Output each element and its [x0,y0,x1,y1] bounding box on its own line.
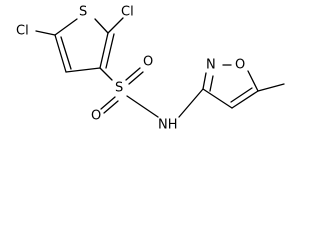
atom-n-ring: N [206,58,216,73]
bond-s-o-lower-a [100,96,116,110]
bond-c5-c4 [231,90,259,109]
atom-cl-left: Cl [16,24,29,39]
bond-c3-c4 [65,67,101,73]
bond-c2-c3 [99,32,109,69]
bonds [35,17,285,118]
bond-s-o-upper-b [128,71,144,85]
bond-c5-s1 [54,18,78,36]
atom-o-lower: O [91,109,101,124]
bond-c3-n [202,72,207,90]
bond-nh-c3 [178,88,204,118]
bond-c3-n-inner [209,75,214,92]
bond-s-o-upper-a [125,67,141,81]
bond-c5-c4-inner [230,87,253,103]
bond-c4-c3 [202,88,233,109]
atom-s-sulfonyl: S [115,81,123,96]
bond-c2-cl [107,17,124,34]
atom-cl-top: Cl [121,5,134,20]
atom-labels: Cl S Cl S O O NH N O [16,5,245,133]
bond-c2-c3-inner [105,33,115,69]
atom-o-upper: O [143,55,153,70]
molecule-structure: Cl S Cl S O O NH N O [16,5,285,133]
bond-c3-s [99,67,113,81]
bond-s-nh [126,95,159,118]
bond-c4-c5 [54,34,67,73]
atom-s-ring: S [79,5,87,20]
bond-s1-c2 [94,18,109,34]
bond-c5-cl [35,30,56,36]
bond-o-c5 [247,70,259,92]
bond-c4-c5-inner [60,36,72,70]
atom-nh: NH [158,118,178,133]
bond-s-o-lower-b [103,100,119,114]
atom-o-ring: O [235,58,245,73]
bond-c5-methyl [257,83,285,92]
